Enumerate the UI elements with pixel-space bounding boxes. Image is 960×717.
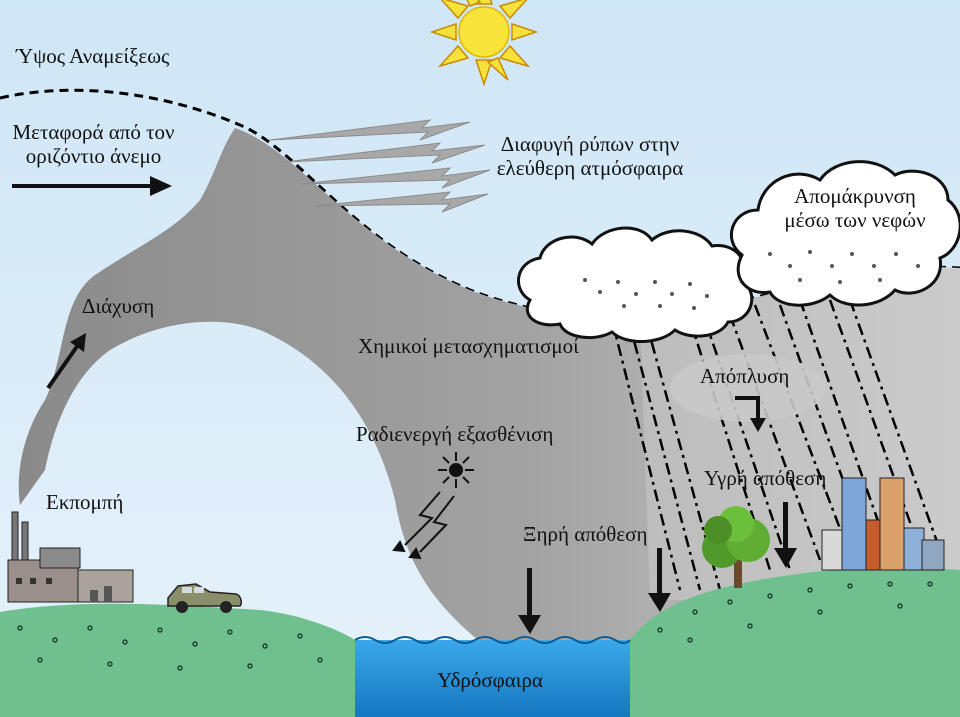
cloud-dots [583,250,920,310]
ground-pebbles [17,581,933,671]
washout-arrow-icon [735,396,766,432]
diffusion-label: Διάχυση [82,294,155,318]
ground-left [0,603,355,717]
factory-icon [7,511,134,603]
cloud-removal-label-line1: Απομάκρυνση [794,184,916,208]
diffusion-arrow-icon [46,333,86,390]
escape-label-line2: ελεύθερη ατμόσφαιρα [496,156,684,180]
cloud-removal-label-line2: μέσω των νεφών [784,208,926,232]
hydrosphere-label: Υδρόσφαιρα [437,668,543,692]
emission-label: Εκπομπή [46,490,124,514]
wet-deposition-arrow-icon [774,502,797,568]
washout-label: Απόπλυση [700,364,790,388]
chemical-transformations-label: Χημικοί μετασχηματισμοί [358,334,579,358]
rain-streaks [610,299,942,591]
escape-label-line1: Διαφυγή ρύπων στην [500,132,680,156]
car-icon [167,583,242,613]
water-waves [354,636,631,644]
wind-arrow-icon [12,176,172,196]
horizontal-wind-label-line1: Μεταφορά από τον [12,120,175,144]
city-skyline-icon [821,477,945,571]
ground-right [630,567,960,717]
sun-icon [429,0,539,87]
horizontal-wind-label-line2: οριζόντιο άνεμο [25,144,162,168]
tree-icon [702,506,770,588]
decay-bolt-icons [392,491,455,560]
mixing-height-label: Ύψος Αναμείξεως [16,44,170,68]
washout-zone [670,354,826,422]
cloud-left [517,226,754,343]
escape-streaks [269,119,491,213]
radioactive-icon [438,452,474,488]
dry-deposition-arrow-icon [518,548,671,634]
wet-deposition-label: Υγρή απόθεση [704,466,827,490]
dry-deposition-label: Ξηρή απόθεση [523,522,648,546]
radioactive-decay-label: Ραδιενεργή εξασθένιση [356,422,554,446]
hydrosphere-water [355,640,630,717]
